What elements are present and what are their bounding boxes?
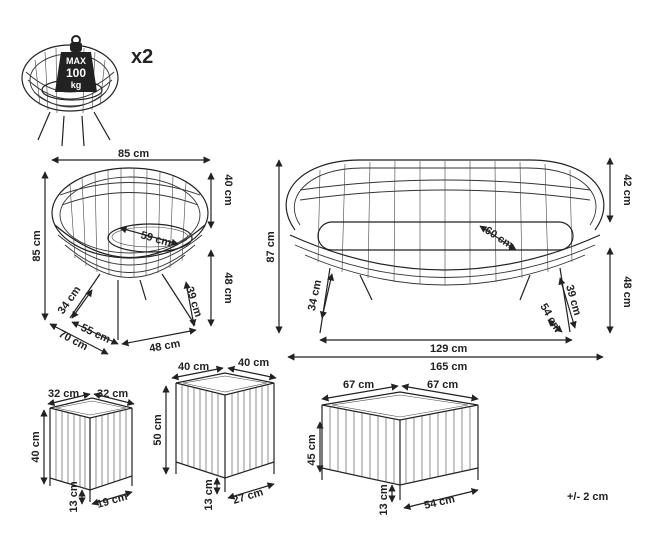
max-label: MAX [66, 56, 86, 66]
small-table-width-label: 32 cm [97, 388, 128, 400]
small-table-drawing [49, 397, 133, 502]
armchair-seat-width-label: 59 cm [139, 229, 173, 249]
max-unit: kg [71, 80, 82, 90]
sofa-height-label: 87 cm [265, 231, 277, 262]
medium-table-drawing [175, 372, 275, 492]
armchair-width-label: 85 cm [118, 148, 149, 160]
quantity-label: x2 [131, 46, 153, 68]
armchair-back-height-label: 40 cm [222, 174, 234, 205]
armchair-leg-length-label: 34 cm [56, 284, 84, 317]
large-table-leg-label: 13 cm [378, 484, 390, 515]
medium-table-base-label: 27 cm [231, 486, 265, 507]
large-table-base-label: 54 cm [423, 493, 456, 512]
sofa-overall-width-label: 165 cm [430, 361, 468, 373]
small-table-leg-label: 13 cm [68, 481, 80, 512]
large-table-depth-label: 67 cm [343, 379, 374, 391]
sofa-drawing [285, 159, 605, 334]
large-table-height-label: 45 cm [306, 434, 318, 465]
medium-table-depth-label: 40 cm [178, 361, 209, 373]
medium-table-height-label: 50 cm [152, 414, 164, 445]
large-table-drawing [321, 391, 479, 500]
armchair-seat-height-label: 48 cm [222, 272, 234, 303]
large-table-width-label: 67 cm [427, 379, 458, 391]
sofa-leg-length-label: 34 cm [306, 279, 324, 312]
sofa-seat-height-label: 48 cm [621, 276, 633, 307]
sofa-back-height-label: 42 cm [621, 174, 633, 205]
armchair-leg-splay-label: 39 cm [183, 285, 204, 319]
sofa-base-width-label: 129 cm [430, 343, 468, 355]
small-table-height-label: 40 cm [30, 431, 42, 462]
sofa-foot-label: 54 cm [537, 302, 563, 335]
medium-table-width-label: 40 cm [238, 357, 269, 369]
medium-table-leg-label: 13 cm [203, 479, 215, 510]
small-table-depth-label: 32 cm [48, 388, 79, 400]
armchair-depth-label: 85 cm [31, 230, 43, 261]
small-table-base-label: 19 cm [96, 491, 130, 511]
armchair-base-width-label: 48 cm [148, 338, 181, 355]
tolerance-note: +/- 2 cm [567, 491, 608, 503]
weight-icon [55, 35, 97, 92]
sofa-seat-depth-label: 60 cm [482, 224, 515, 251]
max-value: 100 [66, 66, 86, 80]
